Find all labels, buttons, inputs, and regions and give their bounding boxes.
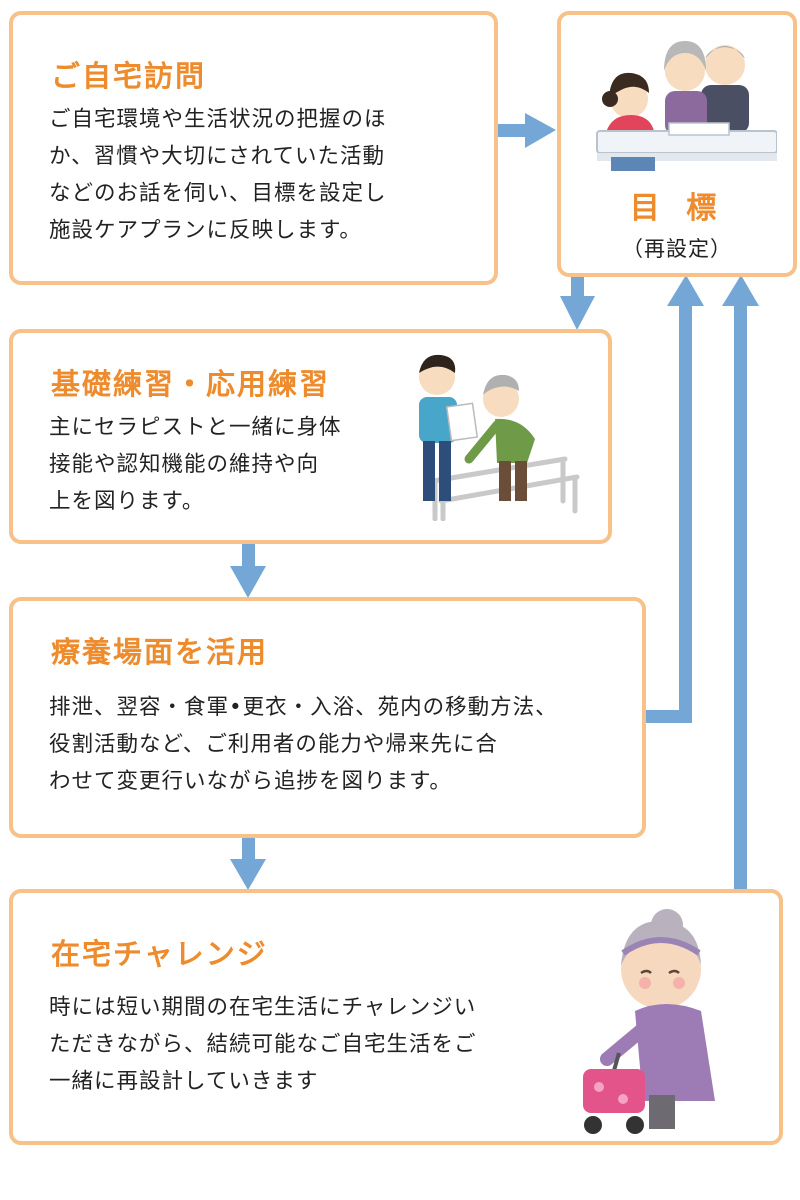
arrow-training-to-care-shaft <box>242 543 255 569</box>
home-challenge-title: 在宅チャレンジ <box>51 937 268 971</box>
home-visit-line: 施設ケアプランに反映します。 <box>49 218 362 243</box>
training-text: 主にセラピストと一緒に身体 接能や認知機能の維持や向 上を図ります。 <box>49 409 342 520</box>
arrow-home-to-goal-head <box>525 113 556 148</box>
training-box: 基礎練習・応用練習 主にセラピストと一緒に身体 接能や認知機能の維持や向 上を図… <box>9 329 612 544</box>
arrow-care-to-challenge-head <box>230 859 266 890</box>
care-scene-line: わせて変更行いながら追捗を図ります。 <box>49 769 452 794</box>
home-visit-title: ご自宅訪問 <box>51 59 207 93</box>
arrow-challenge-to-goal-vertical <box>734 302 747 890</box>
arrow-care-to-goal-horizontal <box>645 710 690 723</box>
arrow-goal-to-training-shaft <box>571 276 584 298</box>
training-line: 主にセラピストと一緒に身体 <box>49 415 342 440</box>
training-line: 上を図ります。 <box>49 489 205 514</box>
care-scene-box: 療養場面を活用 排泄、翌容・食軍•更衣・入浴、苑内の移動方法、 役割活動など、ご… <box>9 597 646 838</box>
home-visit-line: などのお話を伺い、目標を設定し <box>49 181 387 206</box>
care-scene-line: 排泄、翌容・食軍•更衣・入浴、苑内の移動方法、 <box>49 695 558 720</box>
staff-consulting-elderly-couple-icon <box>596 41 777 171</box>
arrow-challenge-to-goal-head <box>722 275 759 306</box>
therapist-parallel-bars-icon <box>419 354 580 521</box>
care-scene-title: 療養場面を活用 <box>51 635 269 669</box>
arrow-care-to-goal-head <box>667 275 704 306</box>
arrow-training-to-care-head <box>230 566 266 598</box>
arrow-home-to-goal-shaft <box>497 124 527 137</box>
home-visit-box: ご自宅訪問 ご自宅環境や生活状況の把握のほ か、習慣や大切にされていた活動 など… <box>9 11 498 285</box>
care-scene-text: 排泄、翌容・食軍•更衣・入浴、苑内の移動方法、 役割活動など、ご利用者の能力や帰… <box>49 689 558 800</box>
home-challenge-box: 在宅チャレンジ 時には短い期間の在宅生活にチャレンジい ただきながら、結続可能な… <box>9 889 783 1145</box>
home-visit-line: か、習慣や大切にされていた活動 <box>49 144 385 169</box>
home-visit-text: ご自宅環境や生活状況の把握のほ か、習慣や大切にされていた活動 などのお話を伺い… <box>49 101 387 249</box>
home-challenge-line: 時には短い期間の在宅生活にチャレンジい <box>49 995 477 1020</box>
elderly-woman-walker-icon <box>583 909 715 1134</box>
training-line: 接能や認知機能の維持や向 <box>49 452 320 477</box>
goal-title: 目 標 <box>629 191 725 226</box>
goal-subtitle: （再設定） <box>622 237 732 261</box>
arrow-goal-to-training-head <box>560 296 595 330</box>
home-challenge-line: 一緒に再設計していきます <box>49 1069 319 1094</box>
home-visit-line: ご自宅環境や生活状況の把握のほ <box>49 107 387 132</box>
training-title: 基礎練習・応用練習 <box>51 367 331 401</box>
care-scene-line: 役割活動など、ご利用者の能力や帰来先に合 <box>49 732 498 757</box>
arrow-care-to-goal-vertical <box>679 302 692 723</box>
home-challenge-line: ただきながら、結続可能なご自宅生活をご <box>49 1032 477 1057</box>
arrow-care-to-challenge-shaft <box>242 837 255 862</box>
home-challenge-text: 時には短い期間の在宅生活にチャレンジい ただきながら、結続可能なご自宅生活をご … <box>49 989 477 1100</box>
goal-box: 目 標 （再設定） <box>557 11 797 277</box>
